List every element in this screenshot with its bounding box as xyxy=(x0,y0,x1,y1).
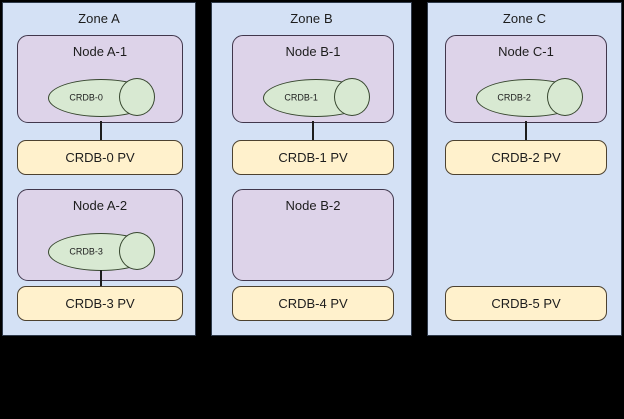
pv-crdb-4-label: CRDB-4 PV xyxy=(278,295,348,311)
database-crdb-1[interactable]: CRDB-1 xyxy=(263,78,370,117)
pv-crdb-2[interactable]: CRDB-2 PV xyxy=(445,140,607,175)
database-crdb-2-label: CRDB-2 xyxy=(497,92,531,103)
pv-crdb-5-label: CRDB-5 PV xyxy=(491,295,561,311)
node-a-2-label: Node A-2 xyxy=(72,198,128,213)
node-b-1[interactable]: Node B-1 CRDB-1 xyxy=(232,35,394,123)
pv-crdb-0[interactable]: CRDB-0 PV xyxy=(17,140,183,175)
node-a-2[interactable]: Node A-2 CRDB-3 xyxy=(17,189,183,281)
pv-crdb-4[interactable]: CRDB-4 PV xyxy=(232,286,394,321)
pv-crdb-0-label: CRDB-0 PV xyxy=(65,149,135,165)
zone-a-title: Zone A xyxy=(78,11,120,26)
zone-b-title: Zone B xyxy=(290,11,333,26)
node-a-1[interactable]: Node A-1 CRDB-0 xyxy=(17,35,183,123)
node-b-1-label: Node B-1 xyxy=(285,44,341,59)
pv-crdb-3[interactable]: CRDB-3 PV xyxy=(17,286,183,321)
cylinder-cap xyxy=(547,78,583,116)
node-c-1-label: Node C-1 xyxy=(498,44,554,59)
database-crdb-0-label: CRDB-0 xyxy=(69,92,103,103)
pv-crdb-1[interactable]: CRDB-1 PV xyxy=(232,140,394,175)
zone-a-container[interactable]: Zone A Node A-1 CRDB-0 CRDB-0 PV Node A-… xyxy=(2,2,196,336)
zone-c-title: Zone C xyxy=(502,11,547,26)
connector-node-a-1-to-pv xyxy=(100,121,102,142)
node-b-2[interactable]: Node B-2 xyxy=(232,189,394,281)
zone-b-container[interactable]: Zone B Node B-1 CRDB-1 CRDB-1 PV Node B-… xyxy=(211,2,412,336)
cylinder-cap xyxy=(119,232,155,270)
database-crdb-3[interactable]: CRDB-3 xyxy=(48,232,155,271)
database-crdb-1-label: CRDB-1 xyxy=(284,92,318,103)
pv-crdb-3-label: CRDB-3 PV xyxy=(65,295,135,311)
node-c-1[interactable]: Node C-1 CRDB-2 xyxy=(445,35,607,123)
cylinder-cap xyxy=(119,78,155,116)
pv-crdb-1-label: CRDB-1 PV xyxy=(278,149,348,165)
node-b-2-label: Node B-2 xyxy=(285,198,341,213)
connector-node-c-1-to-pv xyxy=(525,121,527,142)
pv-crdb-2-label: CRDB-2 PV xyxy=(491,149,561,165)
pv-crdb-5[interactable]: CRDB-5 PV xyxy=(445,286,607,321)
database-crdb-3-label: CRDB-3 xyxy=(69,246,103,257)
cylinder-cap xyxy=(334,78,370,116)
connector-node-a-2-to-pv xyxy=(100,270,102,288)
zone-c-container[interactable]: Zone C Node C-1 CRDB-2 CRDB-2 PV CRDB-5 … xyxy=(427,2,622,336)
database-crdb-2[interactable]: CRDB-2 xyxy=(476,78,583,117)
connector-node-b-1-to-pv xyxy=(312,121,314,142)
node-a-1-label: Node A-1 xyxy=(72,44,128,59)
database-crdb-0[interactable]: CRDB-0 xyxy=(48,78,155,117)
